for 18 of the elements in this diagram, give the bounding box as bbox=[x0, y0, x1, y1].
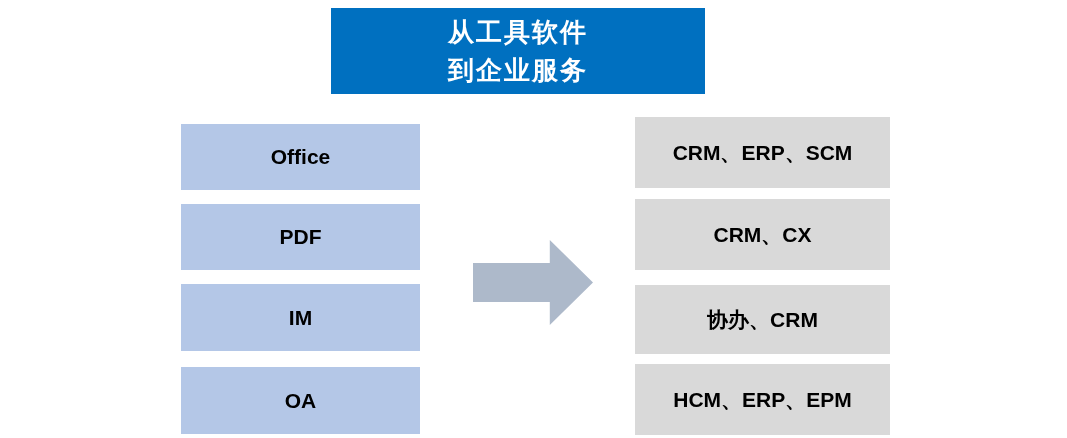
category-label: CRM、CX bbox=[713, 221, 812, 248]
category-box bbox=[181, 284, 420, 351]
title-text: 从工具软件到企业服务 bbox=[448, 16, 588, 87]
category-label: HCM、ERP、EPM bbox=[673, 386, 852, 413]
category-box bbox=[635, 364, 890, 435]
title-box bbox=[331, 8, 705, 94]
category-label: CRM、ERP、SCM bbox=[672, 139, 853, 166]
category-box bbox=[635, 117, 890, 188]
category-box bbox=[181, 204, 420, 270]
category-label: 协办、CRM bbox=[707, 306, 818, 333]
category-label: OA bbox=[284, 387, 317, 414]
category-box bbox=[181, 367, 420, 434]
category-label: PDF bbox=[279, 224, 322, 251]
category-box bbox=[181, 124, 420, 190]
category-label: Office bbox=[270, 144, 331, 171]
category-box bbox=[635, 285, 890, 354]
category-label: IM bbox=[288, 304, 313, 331]
category-box bbox=[635, 199, 890, 270]
